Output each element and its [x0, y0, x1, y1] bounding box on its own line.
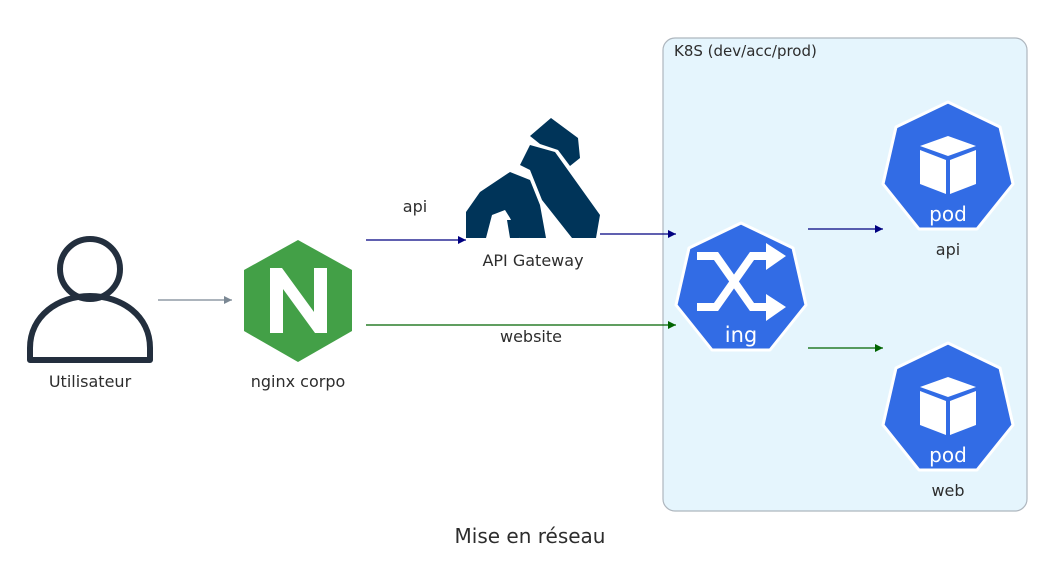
ingress-icon: ing	[674, 221, 808, 352]
node-label-nginx: nginx corpo	[251, 372, 346, 391]
node-label-user: Utilisateur	[49, 372, 132, 391]
pod-icon: pod	[881, 100, 1015, 231]
node-label-pod-api: api	[936, 240, 960, 259]
edge-label-website: website	[500, 327, 562, 346]
node-label-pod-web: web	[931, 481, 964, 500]
gorilla-icon	[466, 118, 600, 238]
node-pod-web[interactable]: pod web	[881, 341, 1015, 500]
shuffle-icon	[697, 252, 770, 311]
edges: api website	[158, 197, 883, 352]
k8s-cluster-label: K8S (dev/acc/prod)	[674, 42, 817, 60]
node-pod-api[interactable]: pod api	[881, 100, 1015, 259]
node-gateway[interactable]: API Gateway	[466, 118, 600, 270]
edge-label-api: api	[403, 197, 427, 216]
node-user[interactable]: Utilisateur	[27, 236, 153, 391]
pod-icon: pod	[881, 341, 1015, 472]
diagram-title: Mise en réseau	[455, 524, 606, 548]
pod-badge-web: pod	[929, 443, 967, 467]
ingress-badge: ing	[725, 323, 757, 347]
node-nginx[interactable]: nginx corpo	[244, 240, 352, 391]
pod-badge-api: pod	[929, 202, 967, 226]
user-icon	[27, 236, 153, 363]
node-ingress[interactable]: ing	[674, 221, 808, 352]
node-label-gateway: API Gateway	[482, 251, 583, 270]
nginx-icon	[244, 240, 352, 362]
